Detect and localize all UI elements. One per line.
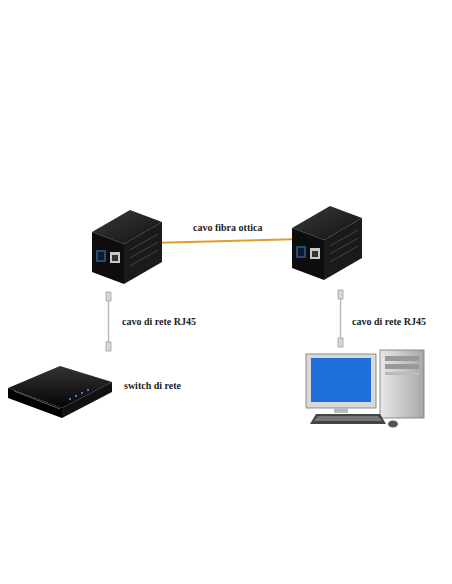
network-switch — [8, 366, 112, 418]
cable-label: cavo fibra ottica — [193, 222, 262, 233]
media-converter — [292, 206, 362, 280]
device-label: switch di rete — [124, 380, 181, 391]
desktop-computer — [306, 350, 424, 428]
cable-label: cavo di rete RJ45 — [122, 316, 196, 327]
cable-label: cavo di rete RJ45 — [352, 316, 426, 327]
media-converter — [92, 210, 162, 284]
fiber-cable — [150, 239, 302, 243]
rj45-cable — [106, 292, 111, 351]
rj45-cable — [338, 290, 343, 347]
